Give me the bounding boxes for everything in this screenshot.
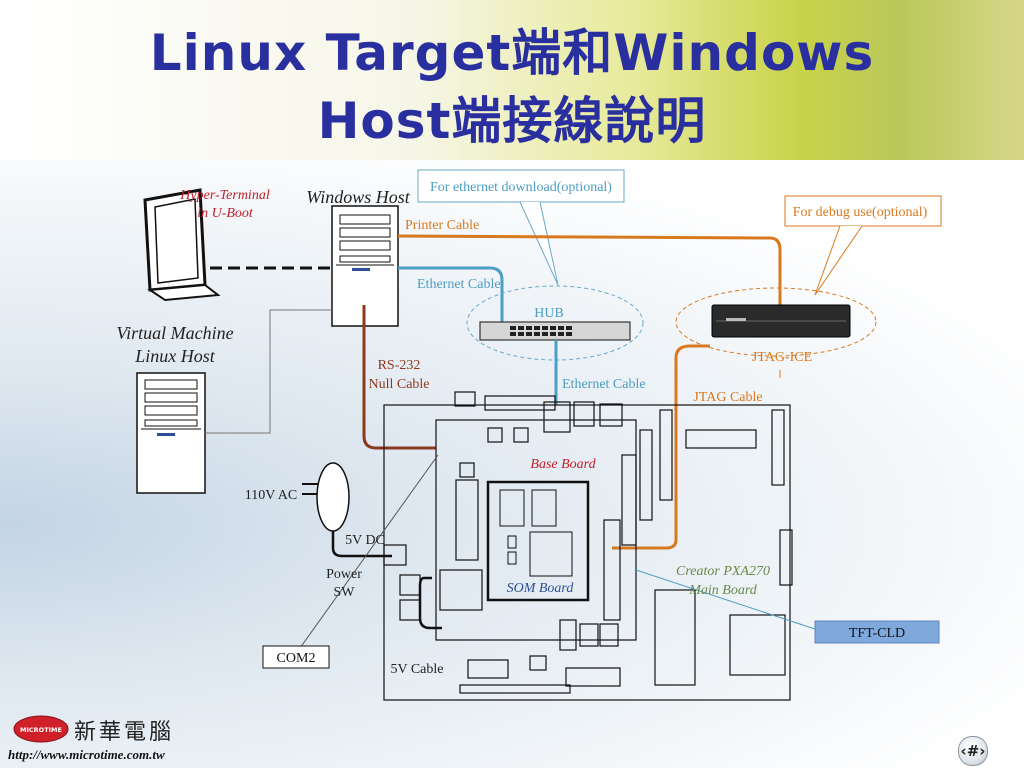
virtual-machine-label: Virtual Machine	[116, 323, 233, 343]
linux-host-tower	[136, 372, 206, 494]
callout-ethernet-box	[417, 169, 625, 203]
five-volt-cable-label: 5V Cable	[390, 662, 443, 677]
header-background	[0, 0, 1024, 160]
power-label: Power	[326, 567, 362, 582]
jtag-ice-label: JTAG-ICE	[752, 350, 812, 365]
jtag-ice-highlight	[675, 287, 877, 357]
rs232-cable	[362, 305, 436, 450]
linux-host-label: Linux Host	[134, 346, 216, 366]
jtag-ice-device	[711, 304, 851, 338]
som-board-label: SOM Board	[507, 581, 575, 596]
company-url[interactable]: http://www.microtime.com.tw	[8, 747, 165, 762]
hub-device	[479, 321, 631, 341]
sw-label: SW	[334, 585, 356, 600]
five-volt-cable	[418, 576, 442, 630]
hub-highlight	[466, 285, 644, 361]
com2-label: COM2	[277, 651, 316, 666]
slide-title-line2: Host端接線說明	[317, 92, 707, 150]
jtag-cable	[612, 344, 710, 550]
power-adapter	[302, 462, 350, 532]
logo-text: MICROTIME	[20, 726, 62, 734]
som-board	[486, 480, 590, 602]
vm-link-line	[205, 309, 332, 434]
hub-label: HUB	[534, 306, 564, 321]
jtag-cable-label: JTAG Cable	[693, 390, 762, 405]
callout-debug-box	[784, 195, 942, 227]
tft-pointer	[635, 569, 819, 631]
dc-label: 5V DC	[345, 533, 385, 548]
company-name: 新華電腦	[74, 720, 175, 745]
printer-cable-label: Printer Cable	[405, 218, 479, 233]
creator-label-line1: Creator PXA270	[676, 564, 770, 579]
rs232-label: RS-232	[378, 358, 421, 373]
dc-cable	[331, 531, 392, 558]
tft-cld-label: TFT-CLD	[849, 626, 905, 641]
com2-pointer	[299, 454, 439, 649]
ethernet-cable-host	[398, 266, 504, 322]
creator-label-line2: Main Board	[688, 583, 758, 598]
uboot-label: in U-Boot	[197, 206, 254, 221]
slide-title-line1: Linux Target端和Windows	[149, 24, 875, 82]
null-cable-label: Null Cable	[368, 377, 429, 392]
ethernet-cable-mid-label: Ethernet Cable	[562, 377, 646, 392]
printer-cable	[397, 234, 782, 305]
microtime-logo: MICROTIME	[12, 714, 70, 748]
hyper-terminal-label: Hyper-Terminal	[179, 188, 270, 203]
base-board-label: Base Board	[530, 457, 596, 472]
monitor-icon	[143, 188, 221, 302]
windows-host-label: Windows Host	[306, 187, 411, 207]
callout-ethernet-text: For ethernet download(optional)	[430, 180, 612, 195]
com2-box	[262, 645, 330, 669]
tft-cld-box	[814, 620, 940, 644]
page-number-badge: ‹#›	[958, 736, 988, 766]
callout-debug-text: For debug use(optional)	[793, 205, 928, 220]
main-board	[383, 391, 793, 701]
ethernet-cable-top-label: Ethernet Cable	[417, 277, 501, 292]
ac-label: 110V AC	[245, 488, 298, 503]
